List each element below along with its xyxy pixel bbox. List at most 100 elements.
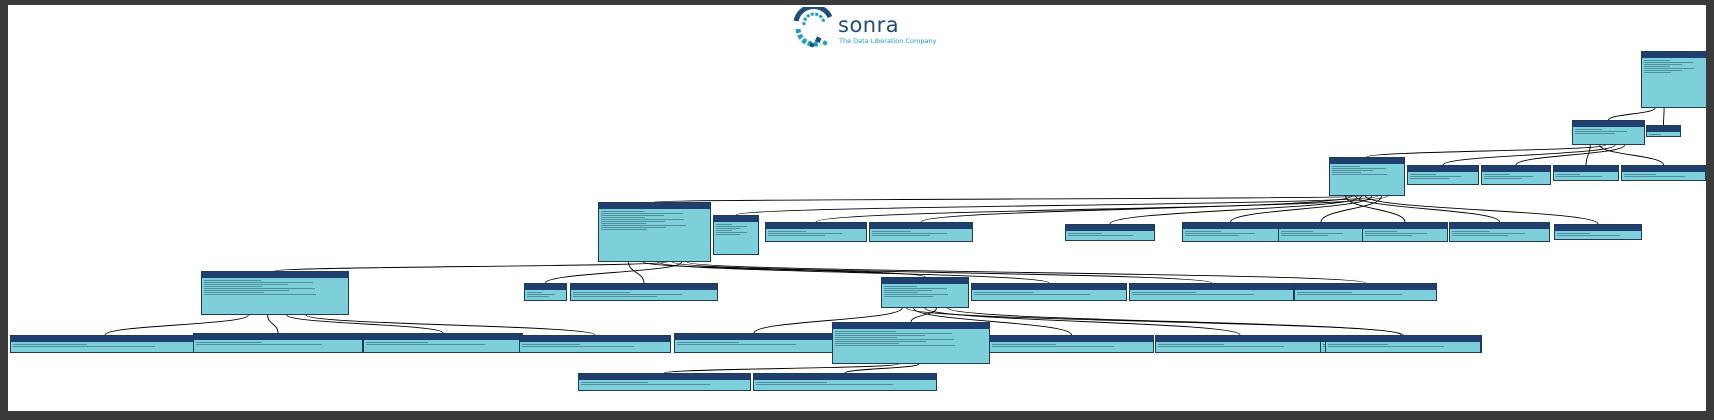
table-node-header: [1130, 284, 1293, 290]
table-node-header: [990, 336, 1153, 342]
table-node-n12[interactable]: [869, 222, 973, 242]
column-row: [1332, 170, 1374, 171]
table-node-columns: [714, 222, 758, 237]
table-node-n22[interactable]: [881, 277, 969, 308]
column-row: [1185, 231, 1222, 232]
table-node-n33[interactable]: [832, 322, 990, 364]
edge-n2-n4: [1366, 144, 1607, 158]
column-row: [1644, 70, 1683, 71]
column-row: [601, 215, 665, 216]
edge-n9-n21: [628, 261, 645, 284]
table-node-header: [194, 334, 362, 340]
column-row: [204, 292, 264, 293]
column-row: [1332, 168, 1386, 169]
table-node-n21[interactable]: [570, 283, 718, 301]
table-node-n13[interactable]: [1065, 224, 1155, 241]
table-node-header: [1408, 166, 1478, 172]
table-node-header: [1156, 336, 1324, 342]
column-row: [716, 224, 732, 225]
table-node-columns: [1450, 229, 1549, 238]
table-node-header: [1554, 166, 1618, 172]
table-node-header: [754, 374, 936, 380]
table-node-header: [1555, 225, 1641, 231]
table-node-n19[interactable]: [201, 271, 349, 315]
table-node-columns: [1183, 229, 1278, 238]
table-node-n36[interactable]: [578, 373, 751, 391]
column-row: [884, 290, 933, 291]
table-node-header: [364, 334, 522, 340]
column-row: [768, 235, 825, 236]
table-node-columns: [1622, 172, 1705, 179]
column-row: [884, 294, 948, 295]
table-node-columns: [599, 209, 710, 232]
column-row: [677, 342, 739, 343]
edge-n2-n6: [1515, 144, 1626, 166]
edge-n4-n10: [735, 195, 1379, 216]
table-node-n17[interactable]: [1449, 222, 1550, 242]
table-node-header: [1326, 336, 1480, 342]
column-row: [835, 333, 953, 334]
table-node-n20[interactable]: [524, 283, 567, 301]
table-node-columns: [525, 290, 566, 299]
column-row: [204, 290, 290, 291]
column-row: [1158, 346, 1285, 347]
column-row: [601, 221, 666, 222]
edge-n2-n7: [1585, 144, 1591, 166]
table-node-header: [1647, 126, 1680, 132]
table-node-n11[interactable]: [765, 222, 867, 242]
table-node-n27[interactable]: [193, 333, 363, 353]
column-row: [992, 346, 1115, 347]
edge-n22-n31: [913, 307, 1072, 336]
table-node-n6[interactable]: [1481, 165, 1551, 185]
column-row: [196, 342, 262, 343]
table-node-n18[interactable]: [1554, 224, 1642, 240]
table-node-n24[interactable]: [1129, 283, 1294, 301]
table-node-n23[interactable]: [971, 283, 1127, 301]
column-row: [992, 344, 1056, 345]
table-node-n16[interactable]: [1362, 222, 1448, 242]
table-node-n35[interactable]: [1325, 335, 1481, 353]
column-row: [1365, 235, 1413, 236]
table-node-columns: [1642, 58, 1706, 75]
table-node-n32[interactable]: [1155, 335, 1325, 353]
table-node-n26[interactable]: [10, 335, 200, 353]
table-node-n2[interactable]: [1572, 120, 1645, 145]
edge-n4-n17: [1355, 195, 1500, 223]
table-node-n10[interactable]: [713, 215, 759, 255]
table-node-n31[interactable]: [989, 335, 1154, 353]
table-node-n25[interactable]: [1294, 283, 1437, 301]
table-node-n4[interactable]: [1329, 157, 1405, 196]
table-node-n30[interactable]: [674, 333, 834, 353]
column-row: [1644, 68, 1694, 69]
column-row: [573, 292, 630, 293]
column-row: [835, 345, 956, 346]
column-row: [1556, 174, 1580, 175]
table-node-n1[interactable]: [1641, 51, 1706, 108]
table-node-n15[interactable]: [1278, 222, 1364, 242]
table-node-n5[interactable]: [1407, 165, 1479, 185]
table-node-columns: [1130, 290, 1293, 297]
table-node-n37[interactable]: [753, 373, 937, 391]
edge-n9-n25: [686, 261, 1366, 284]
column-row: [716, 228, 740, 229]
edge-n19-n29: [305, 314, 596, 336]
table-node-header: [1183, 223, 1278, 229]
column-row: [884, 292, 918, 293]
edge-n33-n36: [664, 363, 899, 374]
column-row: [1281, 231, 1313, 232]
table-node-columns: [833, 329, 989, 348]
table-node-n29[interactable]: [519, 335, 671, 353]
table-node-n9[interactable]: [598, 202, 711, 262]
table-node-n7[interactable]: [1553, 165, 1619, 181]
table-node-header: [675, 334, 833, 340]
column-row: [581, 384, 710, 385]
table-node-n14[interactable]: [1182, 222, 1279, 242]
table-node-n3[interactable]: [1646, 125, 1681, 137]
column-row: [974, 292, 1034, 293]
table-node-header: [870, 223, 972, 229]
table-node-n8[interactable]: [1621, 165, 1706, 181]
edge-n4-n18: [1365, 195, 1599, 225]
column-row: [1624, 174, 1656, 175]
table-node-columns: [1066, 231, 1154, 238]
table-node-n28[interactable]: [363, 333, 523, 353]
